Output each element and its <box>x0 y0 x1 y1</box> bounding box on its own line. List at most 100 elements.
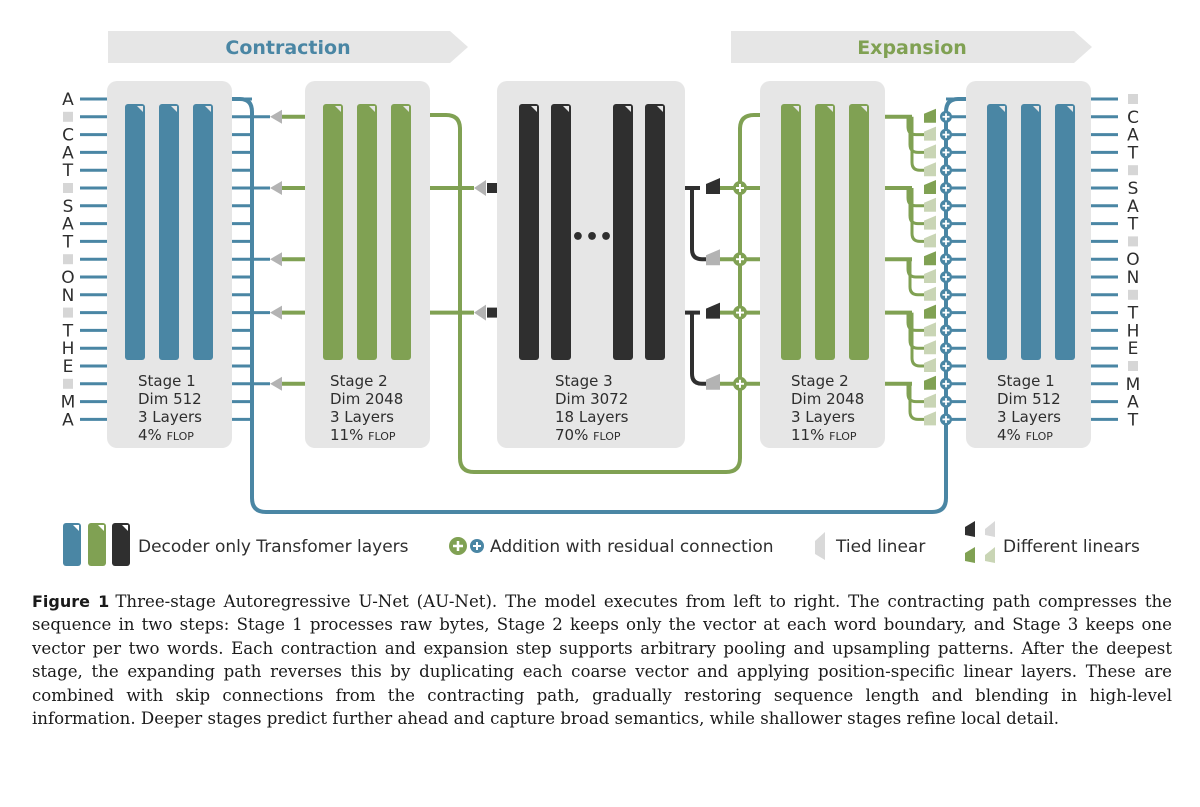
layer-bar <box>125 104 145 360</box>
linear-icon <box>924 393 936 408</box>
layer-bar <box>1055 104 1075 360</box>
stage-flop: 11% <box>791 426 824 444</box>
linear-icon <box>924 162 936 177</box>
expansion-arrow: Expansion <box>731 31 1092 63</box>
linear-icon <box>924 144 936 159</box>
input-token: T <box>62 232 74 252</box>
linear-icon <box>924 304 936 319</box>
stage-layers: 3 Layers <box>330 408 394 426</box>
flop-unit: FLOP <box>368 430 396 443</box>
svg-text:11% FLOP: 11% FLOP <box>330 426 396 444</box>
legend-different-icon <box>965 521 995 563</box>
layer-bar <box>357 104 377 360</box>
output-token: A <box>1127 197 1139 217</box>
space-token <box>1128 289 1138 300</box>
layer-bar <box>159 104 179 360</box>
stage-layers: 3 Layers <box>997 408 1061 426</box>
linear-icon <box>924 126 936 141</box>
stage-flop: 4% <box>138 426 162 444</box>
stage-name: Stage 3 <box>555 372 613 390</box>
linear-icon <box>924 180 936 194</box>
space-token <box>63 254 73 265</box>
legend-addition-label: Addition with residual connection <box>490 537 774 557</box>
input-token: S <box>63 197 74 217</box>
stage3-panel <box>497 81 685 448</box>
linear-icon <box>706 373 720 390</box>
space-token <box>1128 236 1138 247</box>
space-token <box>1128 361 1138 371</box>
tied-linear-icon <box>270 181 282 195</box>
caption-text: Three-stage Autoregressive U-Net (AU-Net… <box>32 592 1173 729</box>
linear-icon <box>924 411 936 426</box>
contraction-arrow: Contraction <box>108 31 468 63</box>
input-token: M <box>61 393 76 413</box>
layer-bar <box>849 104 869 360</box>
layer-bar <box>645 104 665 360</box>
stage-dim: Dim 3072 <box>555 390 628 408</box>
stage-dim: Dim 2048 <box>791 390 864 408</box>
space-token <box>63 307 73 318</box>
flop-unit: FLOP <box>167 430 195 443</box>
input-token: A <box>62 143 74 163</box>
output-token: H <box>1127 321 1140 341</box>
output-token: N <box>1127 268 1140 288</box>
stage-name: Stage 1 <box>138 372 196 390</box>
layer-bar <box>781 104 801 360</box>
svg-text:11% FLOP: 11% FLOP <box>791 426 857 444</box>
stage2-to-stage3-pooling <box>430 180 497 321</box>
input-token: C <box>62 126 74 146</box>
svg-text:70% FLOP: 70% FLOP <box>555 426 621 444</box>
stage2-to-stage1-upsampling <box>885 97 966 426</box>
contraction-label: Contraction <box>225 37 350 59</box>
stage1-skip-path <box>232 97 966 514</box>
tied-linear-icon <box>474 304 486 321</box>
stage-layers: 18 Layers <box>555 408 629 426</box>
output-token: T <box>1127 304 1139 324</box>
stage-layers: 3 Layers <box>791 408 855 426</box>
output-token: E <box>1128 339 1139 359</box>
layer-bar <box>815 104 835 360</box>
upsample-connector <box>910 116 924 172</box>
linear-icon <box>706 178 720 194</box>
output-token: T <box>1127 410 1139 430</box>
stage3-ellipsis: ••• <box>571 225 613 250</box>
svg-text:4% FLOP: 4% FLOP <box>138 426 194 444</box>
stage3-to-stage2-upsampling <box>685 178 760 391</box>
stage-dim: Dim 2048 <box>330 390 403 408</box>
au-net-diagram: Contraction Expansion <box>61 31 1140 566</box>
expansion-label: Expansion <box>857 37 967 59</box>
linear-icon <box>924 215 936 230</box>
stage1-left-layers <box>125 104 213 360</box>
linear-icon <box>924 340 936 355</box>
flop-unit: FLOP <box>593 430 621 443</box>
input-token: A <box>62 90 74 110</box>
tied-linear-icon <box>270 109 282 124</box>
legend-addition-icon <box>449 537 484 555</box>
layer-bar <box>987 104 1007 360</box>
linear-icon <box>706 249 720 266</box>
input-token: T <box>62 321 74 341</box>
linear-icon <box>924 197 936 212</box>
stage-name: Stage 2 <box>791 372 849 390</box>
output-token: S <box>1128 179 1139 199</box>
stage-name: Stage 2 <box>330 372 388 390</box>
space-token <box>1128 94 1138 104</box>
layer-bar <box>519 104 539 360</box>
linear-icon <box>924 251 936 266</box>
stage3-info: Stage 3 Dim 3072 18 Layers 70% FLOP <box>555 372 629 444</box>
stage2-left-info: Stage 2 Dim 2048 3 Layers 11% FLOP <box>330 372 403 444</box>
flop-unit: FLOP <box>829 430 857 443</box>
stage1-right-info: Stage 1 Dim 512 3 Layers 4% FLOP <box>997 372 1061 444</box>
tied-linear-icon <box>474 180 486 196</box>
output-token: T <box>1127 143 1139 163</box>
upsample-connector <box>908 259 924 297</box>
svg-text:4% FLOP: 4% FLOP <box>997 426 1053 444</box>
pool-connector <box>487 307 497 318</box>
caption-label: Figure 1 <box>32 592 110 611</box>
upsample-connector <box>908 383 924 421</box>
output-token: M <box>1126 375 1141 395</box>
stage1-to-stage2-pooling <box>252 109 305 391</box>
legend-different-label: Different linears <box>1003 537 1140 557</box>
